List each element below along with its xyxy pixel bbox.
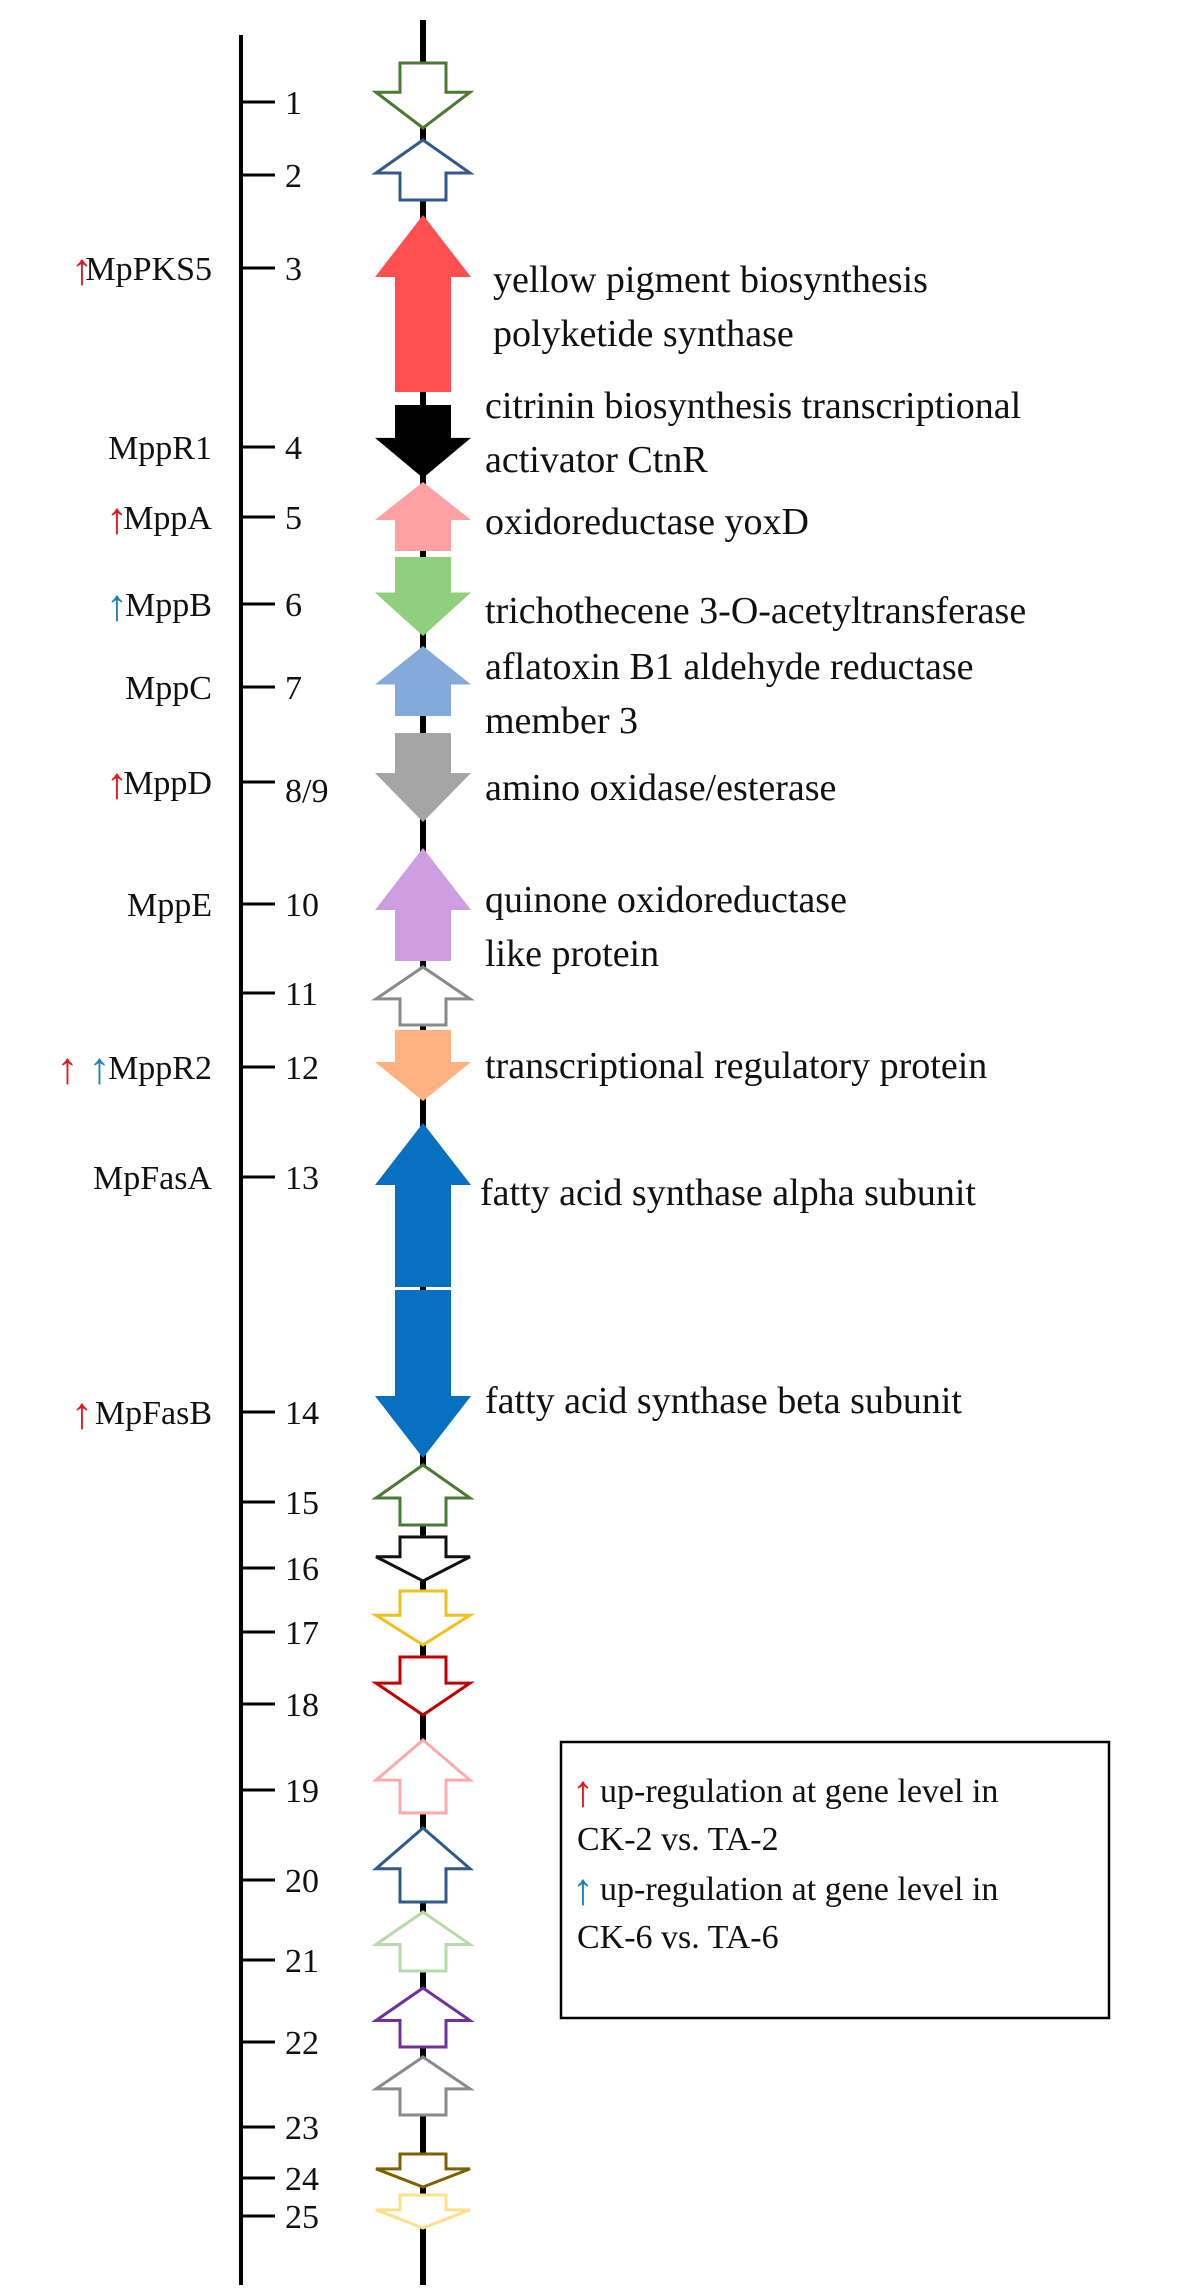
gene-number-13: 13 xyxy=(285,1160,319,1197)
gene-arrow-23 xyxy=(371,2055,475,2117)
legend-red-line-2: CK-2 vs. TA-2 xyxy=(577,1821,779,1858)
gene-arrow-4 xyxy=(375,405,471,478)
gene-arrow-10 xyxy=(375,848,471,961)
legend-blue-line-1: up-regulation at gene level in xyxy=(600,1871,998,1908)
gene-arrow-22 xyxy=(371,1986,475,2049)
gene-number-3: 3 xyxy=(285,251,302,288)
gene-number-17: 17 xyxy=(285,1615,319,1652)
upregulation-red-12: ↑ xyxy=(57,1044,79,1093)
gene-number-4: 4 xyxy=(285,430,302,467)
gene-arrow-1 xyxy=(371,61,475,130)
gene-name-14: MpFasB xyxy=(95,1395,212,1432)
upregulation-red-14: ↑ xyxy=(71,1389,93,1438)
gene-desc-14-1: fatty acid synthase beta subunit xyxy=(485,1380,962,1422)
gene-number-22: 22 xyxy=(285,2025,319,2062)
gene-desc-13-1: fatty acid synthase alpha subunit xyxy=(480,1172,976,1214)
gene-name-10: MppE xyxy=(127,887,212,924)
gene-name-8-9: MppD xyxy=(123,765,212,802)
upregulation-blue-12: ↑ xyxy=(89,1044,111,1093)
gene-number-21: 21 xyxy=(285,1943,319,1980)
gene-number-25: 25 xyxy=(285,2199,319,2236)
gene-arrow-13 xyxy=(375,1123,471,1287)
gene-arrow-16 xyxy=(375,1535,471,1583)
gene-arrow-17 xyxy=(370,1589,476,1647)
gene-arrow-2 xyxy=(371,138,475,202)
gene-number-15: 15 xyxy=(285,1485,319,1522)
gene-number-10: 10 xyxy=(285,887,319,924)
gene-arrow-20 xyxy=(371,1826,475,1904)
gene-desc-6-1: trichothecene 3-O-acetyltransferase xyxy=(485,590,1026,632)
gene-name-7: MppC xyxy=(125,670,212,707)
gene-arrow-21 xyxy=(371,1910,475,1973)
gene-arrow-6 xyxy=(375,557,471,636)
gene-number-2: 2 xyxy=(285,158,302,195)
gene-number-1: 1 xyxy=(285,85,302,122)
gene-name-13: MpFasA xyxy=(93,1160,212,1197)
gene-arrow-25 xyxy=(375,2193,471,2230)
gene-desc-5-1: oxidoreductase yoxD xyxy=(485,501,809,543)
gene-desc-7-2: member 3 xyxy=(485,700,638,742)
gene-desc-10-1: quinone oxidoreductase xyxy=(485,879,847,921)
gene-arrow-5 xyxy=(375,482,471,551)
gene-arrow-8-9 xyxy=(375,733,471,822)
upregulation-red-8-9: ↑ xyxy=(106,759,128,808)
gene-desc-3-2: polyketide synthase xyxy=(493,313,794,355)
gene-number-12: 12 xyxy=(285,1050,319,1087)
gene-number-11: 11 xyxy=(285,976,318,1013)
legend-blue-line-2: CK-6 vs. TA-6 xyxy=(577,1919,779,1956)
gene-number-16: 16 xyxy=(285,1551,319,1588)
gene-desc-3-1: yellow pigment biosynthesis xyxy=(493,259,928,301)
gene-arrow-19 xyxy=(371,1738,475,1815)
gene-arrow-18 xyxy=(371,1655,475,1717)
upregulation-red-5: ↑ xyxy=(106,494,128,543)
gene-arrow-15 xyxy=(371,1463,475,1527)
gene-number-14: 14 xyxy=(285,1395,319,1432)
gene-desc-12-1: transcriptional regulatory protein xyxy=(485,1045,987,1087)
gene-number-20: 20 xyxy=(285,1863,319,1900)
gene-name-5: MppA xyxy=(123,500,212,537)
legend-red-line-1: up-regulation at gene level in xyxy=(600,1773,998,1810)
gene-desc-7-1: aflatoxin B1 aldehyde reductase xyxy=(485,646,974,688)
gene-number-6: 6 xyxy=(285,587,302,624)
legend-frame xyxy=(559,1740,1111,2020)
gene-name-12: MppR2 xyxy=(108,1050,212,1087)
upregulation-red-3: ↑ xyxy=(71,245,93,294)
gene-desc-4-1: citrinin biosynthesis transcriptional xyxy=(485,385,1021,427)
gene-arrow-7 xyxy=(375,646,471,716)
gene-number-24: 24 xyxy=(285,2161,319,2198)
gene-name-6: MppB xyxy=(125,587,212,624)
gene-number-8-9: 8/9 xyxy=(285,773,328,810)
gene-number-7: 7 xyxy=(285,670,302,707)
legend-red-arrow: ↑ xyxy=(572,1767,594,1816)
gene-number-19: 19 xyxy=(285,1773,319,1810)
gene-name-3: MpPKS5 xyxy=(85,251,212,288)
gene-arrow-3 xyxy=(375,215,471,392)
gene-arrow-12 xyxy=(375,1030,471,1101)
gene-arrow-11 xyxy=(371,965,475,1027)
gene-arrow-24 xyxy=(375,2152,471,2189)
gene-name-4: MppR1 xyxy=(108,430,212,467)
gene-number-18: 18 xyxy=(285,1687,319,1724)
gene-desc-10-2: like protein xyxy=(485,933,659,975)
gene-desc-8-9-1: amino oxidase/esterase xyxy=(485,767,836,809)
gene-number-23: 23 xyxy=(285,2110,319,2147)
gene-number-5: 5 xyxy=(285,500,302,537)
gene-desc-4-2: activator CtnR xyxy=(485,439,708,481)
legend-box: ↑ up-regulation at gene level in CK-2 vs… xyxy=(559,1740,1111,2020)
gene-arrow-14 xyxy=(375,1290,471,1458)
legend-blue-arrow: ↑ xyxy=(572,1865,594,1914)
upregulation-blue-6: ↑ xyxy=(106,581,128,630)
